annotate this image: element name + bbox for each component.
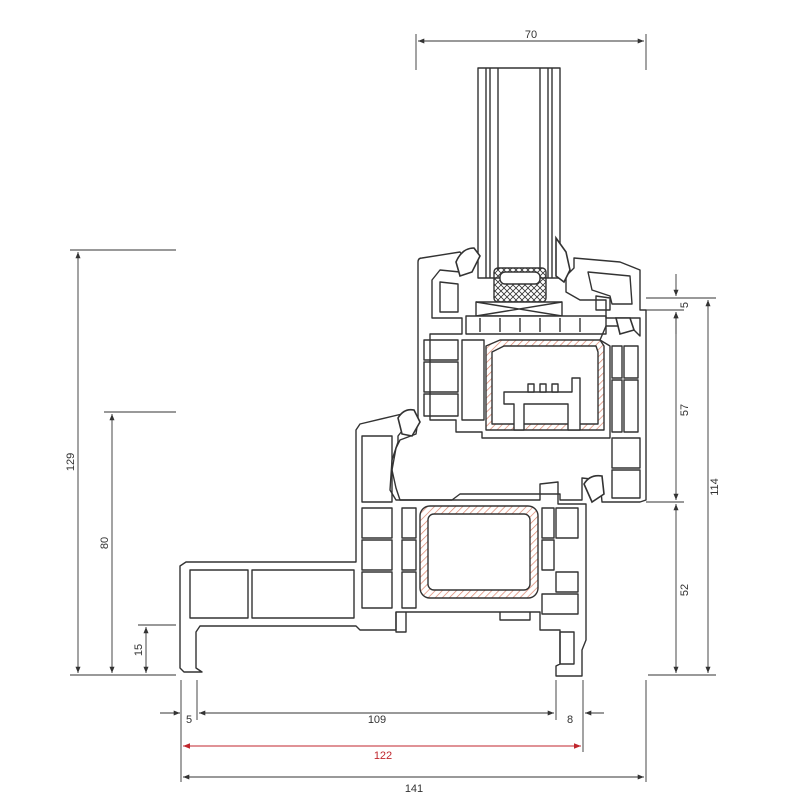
top-inner-gasket — [455, 247, 481, 278]
dim-label-bottom-middle: 109 — [368, 714, 386, 726]
dim-label-frame-height: 114 — [709, 478, 721, 496]
dim-label-bottom-right: 8 — [567, 714, 573, 726]
dim-label-highlight: 122 — [374, 750, 392, 762]
top-outer-gasket — [555, 235, 571, 284]
sash-profile — [391, 251, 647, 503]
dim-label-lower-height: 52 — [679, 584, 691, 596]
dim-label-top-gap: 5 — [679, 302, 691, 308]
dim-label-sill-height: 15 — [133, 644, 145, 656]
frame-gasket — [583, 474, 605, 504]
sash-gasket — [397, 408, 421, 437]
sash-reinforcement — [485, 339, 605, 431]
gaskets — [397, 235, 636, 504]
glazing-block — [465, 301, 607, 335]
glass-unit — [477, 67, 561, 303]
dim-label-glass-width: 70 — [525, 29, 537, 41]
dim-label-total-height: 129 — [65, 453, 77, 471]
dim-label-bottom-left: 5 — [186, 714, 192, 726]
dim-label-upper-height: 57 — [679, 404, 691, 416]
frame-reinforcement — [419, 505, 539, 599]
profile-outline — [179, 67, 647, 677]
middle-gasket — [614, 317, 636, 335]
dim-label-total-width: 141 — [405, 783, 423, 795]
frame-chambers — [189, 435, 579, 665]
dimension-lines — [70, 34, 716, 782]
sash-chambers — [423, 271, 641, 499]
dim-label-sash-height: 80 — [99, 537, 111, 549]
